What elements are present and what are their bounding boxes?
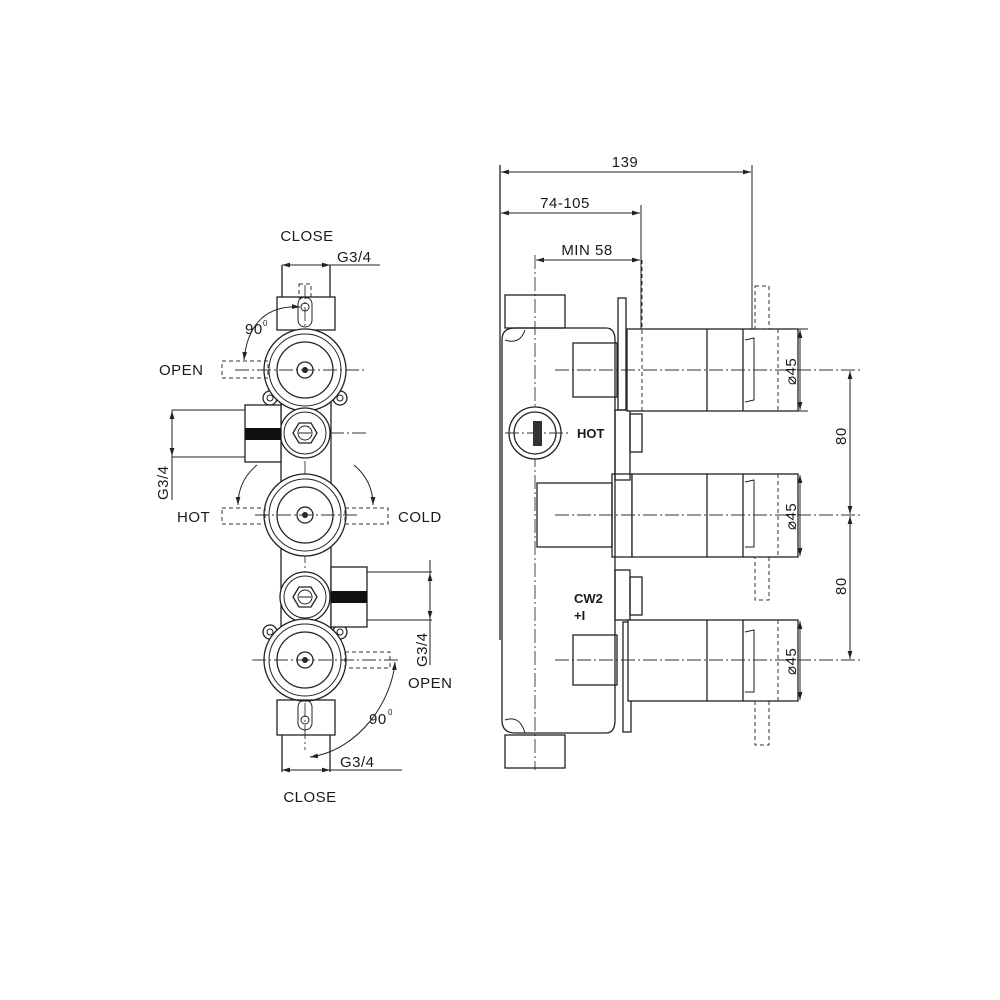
bottom-angle-label: 90 xyxy=(369,711,387,728)
spacing-label-lower: 80 xyxy=(833,577,850,595)
middle-cartridge xyxy=(536,473,860,558)
bottom-degree-symbol: 0 xyxy=(388,708,393,717)
diameter-label-top: ⌀45 xyxy=(783,358,800,385)
hot-label: HOT xyxy=(177,509,210,526)
overall-depth-label: 139 xyxy=(612,154,639,171)
side-view: HOT CW2 +I 139 74-105 MIN 58 ⌀45 ⌀45 ⌀45… xyxy=(499,154,860,770)
left-thread-label: G3/4 xyxy=(155,465,172,500)
hot-indicator-label: HOT xyxy=(577,426,605,441)
bottom-open-label: OPEN xyxy=(408,675,453,692)
bottom-thread-label: G3/4 xyxy=(340,754,375,771)
top-thread-label: G3/4 xyxy=(337,249,372,266)
bottom-close-label: CLOSE xyxy=(283,789,336,806)
top-angle-label: 90 xyxy=(245,321,263,338)
cold-label: COLD xyxy=(398,509,442,526)
depth-range-label: 74-105 xyxy=(540,195,590,212)
top-cartridge xyxy=(555,260,860,412)
min-depth-label: MIN 58 xyxy=(561,242,612,259)
top-close-label: CLOSE xyxy=(280,228,333,245)
cw-sub-label: +I xyxy=(574,608,585,623)
spacing-label-upper: 80 xyxy=(833,427,850,445)
bottom-cartridge xyxy=(555,619,860,702)
diameter-label-middle: ⌀45 xyxy=(783,503,800,530)
diameter-label-bottom: ⌀45 xyxy=(783,648,800,675)
top-degree-symbol: 0 xyxy=(263,319,268,328)
cw-label: CW2 xyxy=(574,591,603,606)
top-valve xyxy=(235,328,365,412)
right-thread-label: G3/4 xyxy=(414,632,431,667)
front-view: CLOSE G3/4 90 0 OPEN G3/4 HOT COLD G3/4 … xyxy=(155,228,453,806)
top-open-label: OPEN xyxy=(159,362,204,379)
